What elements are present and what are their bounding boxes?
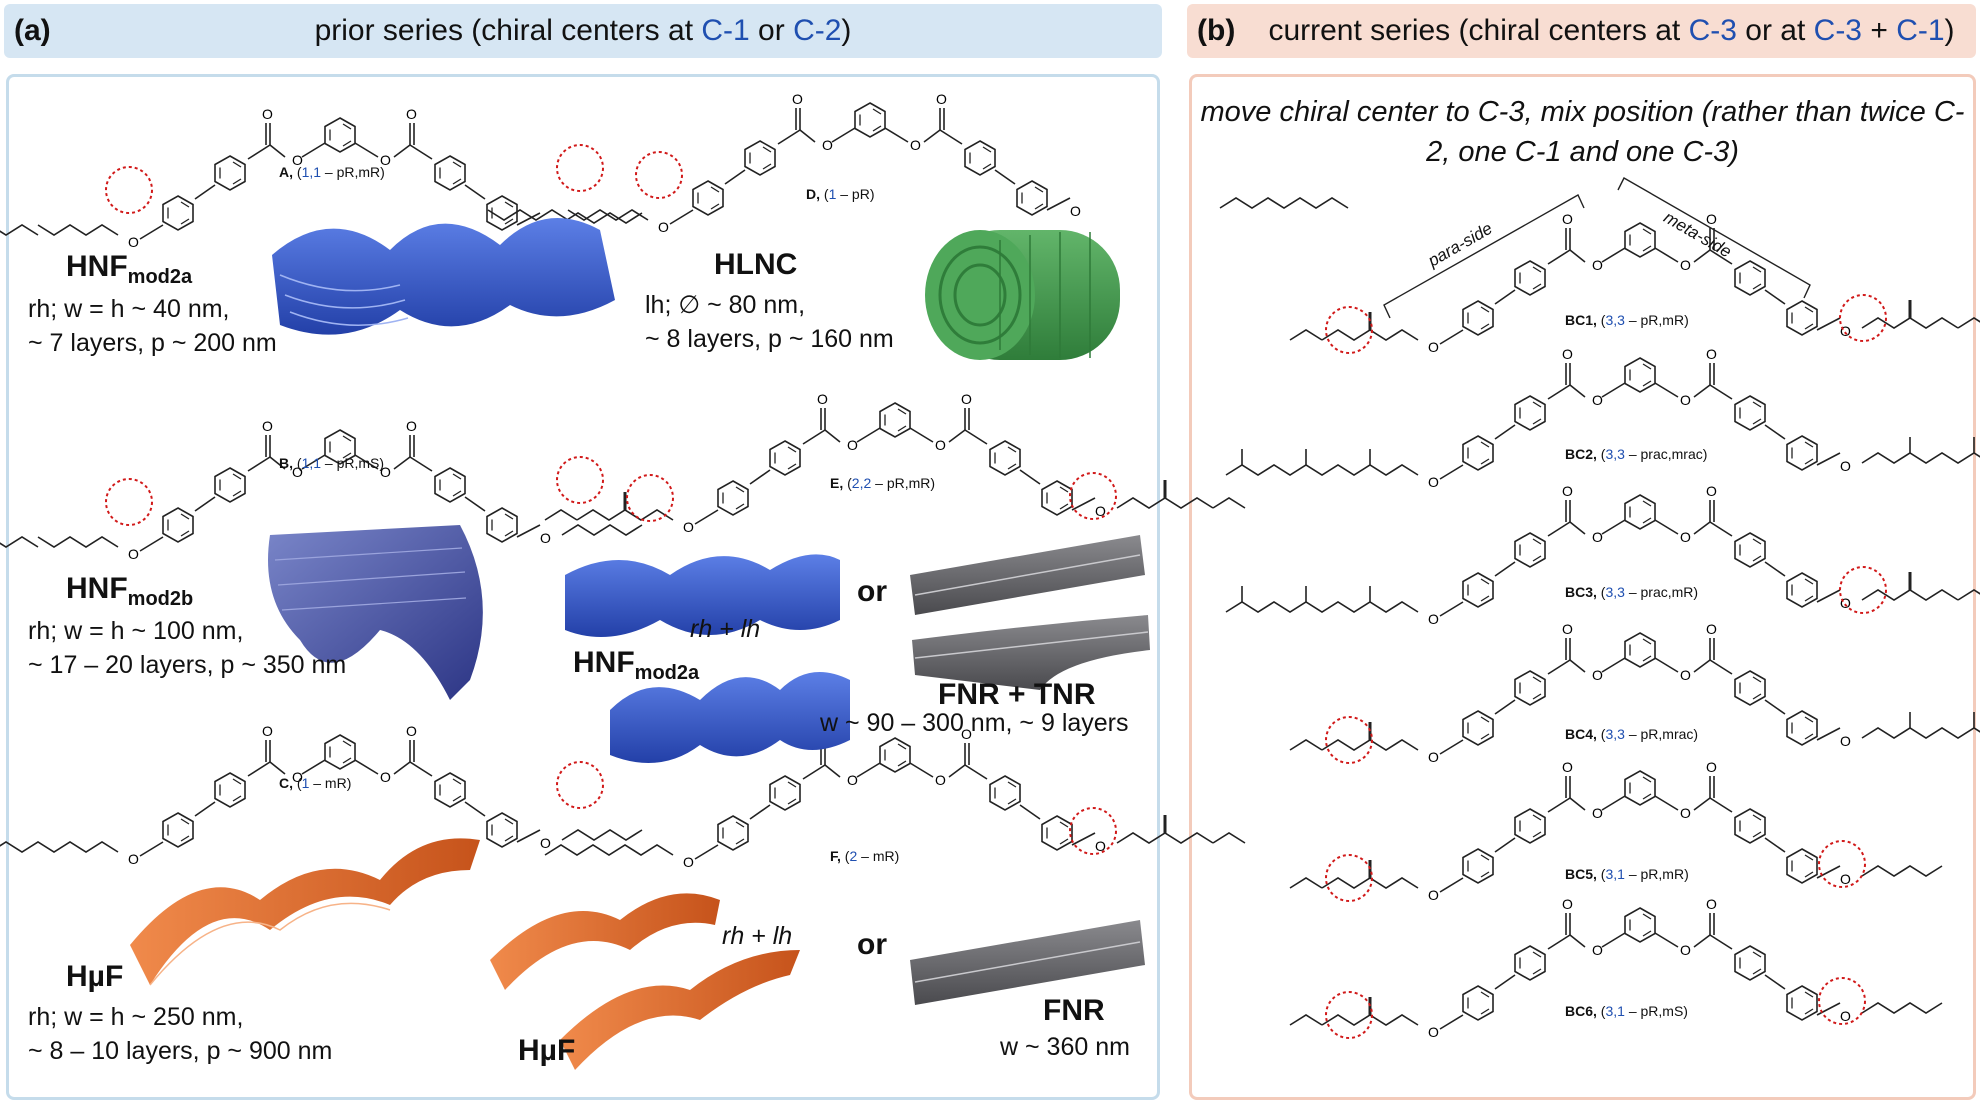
structure-E: O O (543, 391, 1247, 535)
tnr-ribbon (912, 615, 1150, 690)
hmf-title: HµF (66, 960, 124, 993)
svg-text:O: O (683, 854, 694, 870)
label-BC5: BC5, (3,1 – pR,mR) (1565, 866, 1689, 882)
svg-text:O: O (540, 835, 551, 851)
panel-a-box (6, 74, 1160, 1100)
or-label-f: or (857, 928, 887, 961)
panel-b-letter: (b) (1197, 14, 1236, 47)
hnf-mod2a-desc: rh; w = h ~ 40 nm,~ 7 layers, p ~ 200 nm (28, 295, 277, 357)
label-E: E, (2,2 – pR,mR) (830, 475, 936, 491)
hlnc-title: HLNC (714, 248, 798, 281)
hmf-ribbon (130, 838, 480, 986)
svg-text:O: O (1428, 887, 1439, 903)
svg-text:O: O (540, 530, 551, 546)
panel-a-header: (a) prior series (chiral centers at C-1 … (4, 4, 1162, 58)
label-F: F, (2 – mR) (830, 848, 900, 864)
label-BC4: BC4, (3,3 – pR,mrac) (1565, 726, 1699, 742)
structure-BC3: O O (1225, 483, 1980, 627)
structure-D: O O (487, 91, 1349, 235)
svg-text:O: O (658, 219, 669, 235)
fnr-tnr-desc: w ~ 90 – 300 nm, ~ 9 layers (820, 709, 1129, 737)
label-C: C, (1 – mR) (279, 775, 352, 791)
svg-text:O: O (128, 234, 139, 250)
label-D: D, (1 – pR) (806, 186, 875, 202)
label-BC2: BC2, (3,3 – prac,mrac) (1565, 446, 1708, 462)
svg-text:O: O (1428, 749, 1439, 765)
fnr-title: FNR (1043, 994, 1105, 1027)
panel-a-letter: (a) (14, 14, 51, 47)
svg-text:O: O (128, 546, 139, 562)
svg-text:O: O (683, 519, 694, 535)
hlnc-tube (925, 230, 1120, 360)
structure-BC5: O O (1288, 759, 1943, 903)
hnf-mod2a-ribbon (272, 218, 615, 335)
structure-B: O O (0, 418, 643, 562)
structure-F: O O (544, 726, 1247, 870)
panel-b-note: move chiral center to C-3, mix position … (1200, 96, 1965, 168)
panel-b-header: (b) current series (chiral centers at C-… (1187, 4, 1976, 58)
svg-text:O: O (128, 851, 139, 867)
fnr-tnr-title: FNR + TNR (938, 678, 1096, 711)
label-BC1: BC1, (3,3 – pR,mR) (1565, 312, 1689, 328)
structure-BC2: O O (1225, 346, 1980, 490)
structure-C: O O (0, 723, 643, 867)
meta-side-bracket (1617, 177, 1811, 299)
hnf-mod2b-desc: rh; w = h ~ 100 nm,~ 17 – 20 layers, p ~… (28, 617, 347, 679)
structure-BC6: O O (1288, 896, 1943, 1040)
hnf-mod2a-e-ribbon-bottom (610, 672, 850, 763)
fnr-desc: w ~ 360 nm (1000, 1033, 1130, 1061)
fnr-f-ribbon (910, 920, 1145, 1005)
hnf-mod2b-title: HNFmod2b (66, 572, 194, 610)
hmf-f-ribbon-bottom (560, 950, 800, 1070)
svg-text:O: O (1428, 474, 1439, 490)
svg-text:O: O (1428, 339, 1439, 355)
panel-b-box (1189, 74, 1976, 1100)
panel-a-title: prior series (chiral centers at C-1 or C… (314, 14, 852, 47)
svg-text:O: O (1428, 611, 1439, 627)
svg-text:O: O (1840, 595, 1851, 611)
structure-BC1: O O (1288, 211, 1980, 355)
panel-b-title: current series (chiral centers at C-3 or… (1268, 14, 1955, 47)
para-side-bracket (1383, 194, 1585, 319)
svg-text:O: O (1840, 323, 1851, 339)
svg-text:O: O (1840, 733, 1851, 749)
hlnc-desc: lh; ∅ ~ 80 nm,~ 8 layers, p ~ 160 nm (645, 291, 894, 353)
or-label-e: or (857, 575, 887, 608)
svg-text:O: O (1070, 203, 1081, 219)
label-BC3: BC3, (3,3 – prac,mR) (1565, 584, 1699, 600)
svg-text:O: O (1840, 458, 1851, 474)
svg-text:O: O (1840, 871, 1851, 887)
label-A: A, (1,1 – pR,mR) (279, 164, 385, 180)
svg-text:O: O (1095, 503, 1106, 519)
hmf-f-ribbon-top (490, 893, 720, 990)
svg-text:O: O (1428, 1024, 1439, 1040)
label-BC6: BC6, (3,1 – pR,mS) (1565, 1003, 1688, 1019)
fnr-ribbon-top (910, 535, 1145, 615)
rh-lh-label-e: rh + lh (690, 615, 761, 643)
hnf-mod2a-title: HNFmod2a (66, 250, 193, 288)
hmf-desc: rh; w = h ~ 250 nm,~ 8 – 10 layers, p ~ … (28, 1003, 333, 1065)
structure-BC4: O O (1288, 621, 1980, 765)
svg-text:O: O (1840, 1008, 1851, 1024)
hmf-f-title: HµF (518, 1034, 576, 1067)
hnf-mod2b-ribbon (268, 525, 483, 700)
hnf-mod2a-e-title: HNFmod2a (573, 646, 700, 684)
rh-lh-label-f: rh + lh (722, 922, 793, 950)
svg-text:O: O (1095, 838, 1106, 854)
hnf-mod2a-e-ribbon-top (565, 554, 840, 638)
label-B: B, (1,1 – pR,mS) (279, 455, 385, 471)
